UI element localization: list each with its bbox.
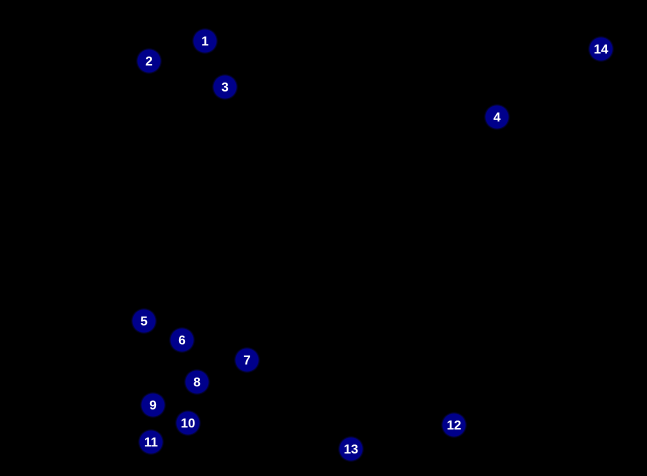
numbered-marker-4[interactable]: 4 bbox=[485, 105, 509, 129]
numbered-marker-7[interactable]: 7 bbox=[235, 348, 259, 372]
numbered-marker-12[interactable]: 12 bbox=[442, 413, 466, 437]
numbered-marker-9[interactable]: 9 bbox=[141, 393, 165, 417]
numbered-marker-6[interactable]: 6 bbox=[170, 328, 194, 352]
numbered-marker-8[interactable]: 8 bbox=[185, 370, 209, 394]
numbered-marker-13[interactable]: 13 bbox=[339, 437, 363, 461]
numbered-marker-5[interactable]: 5 bbox=[132, 309, 156, 333]
numbered-marker-11[interactable]: 11 bbox=[139, 430, 163, 454]
numbered-marker-14[interactable]: 14 bbox=[589, 37, 613, 61]
numbered-marker-1[interactable]: 1 bbox=[193, 29, 217, 53]
numbered-marker-10[interactable]: 10 bbox=[176, 411, 200, 435]
numbered-marker-2[interactable]: 2 bbox=[137, 49, 161, 73]
numbered-marker-3[interactable]: 3 bbox=[213, 75, 237, 99]
